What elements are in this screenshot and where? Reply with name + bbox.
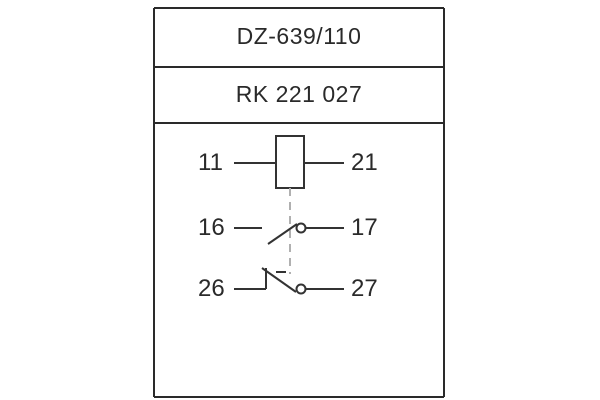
- relay-coil-symbol: [275, 135, 305, 189]
- contact2-blade: [261, 267, 297, 293]
- terminal-label-27: 27: [351, 275, 378, 302]
- terminal-label-16: 16: [198, 214, 225, 241]
- contact1-blade: [267, 223, 298, 245]
- contact2-fixed-terminal: [295, 283, 307, 295]
- part-code-cell: RK 221 027: [235, 81, 363, 107]
- terminal-label-17: 17: [351, 214, 378, 241]
- model-number-cell: DZ-639/110: [236, 23, 362, 49]
- terminal-label-26: 26: [198, 275, 225, 302]
- terminal-label-11: 11: [198, 149, 223, 176]
- contact1-fixed-terminal: [295, 222, 307, 234]
- terminal-label-21: 21: [351, 149, 378, 176]
